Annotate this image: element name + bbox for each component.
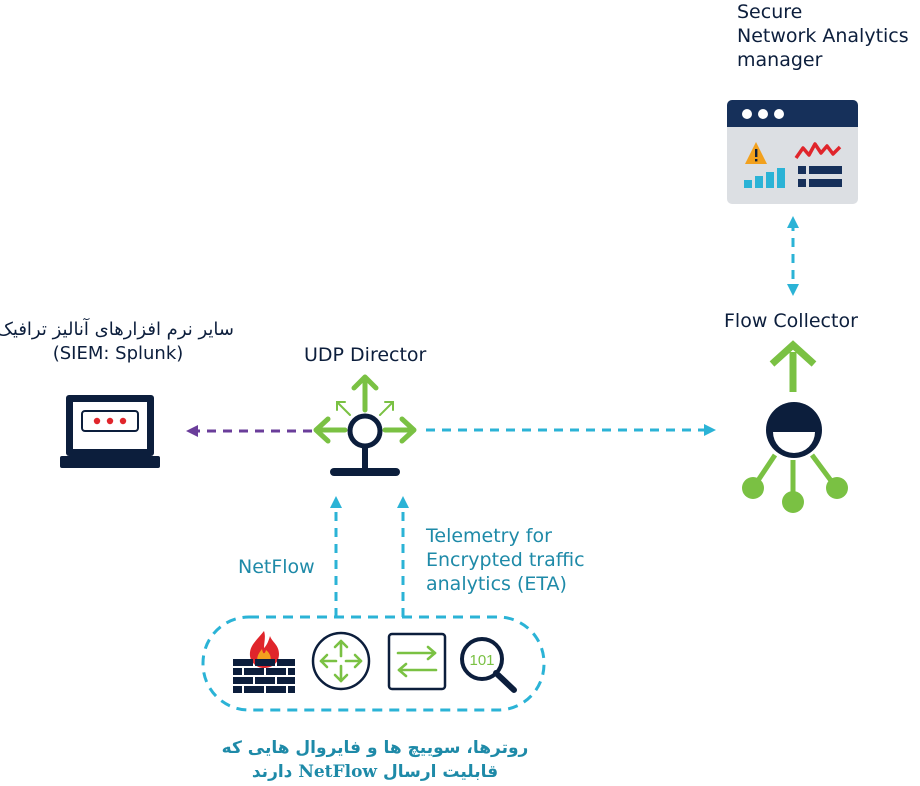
trend-line-icon: [794, 142, 842, 160]
flow-collector-icon: [742, 340, 848, 513]
eta-icon-text: 101: [469, 652, 494, 669]
manager-title: Secure Network Analytics manager: [737, 0, 909, 72]
devices-caption-line1: روترها، سوییچ ها و فایروال هایی که: [221, 738, 529, 758]
collector-title: Flow Collector: [724, 310, 858, 332]
analytics-title-en: (SIEM: Splunk): [52, 343, 184, 364]
eta-label: Telemetry for Encrypted traffic analytic…: [426, 524, 585, 596]
eta-magnifier-icon: 101: [460, 637, 517, 693]
udp-director-icon: [313, 374, 417, 476]
device-group-outline: [201, 615, 546, 712]
devices-caption: روترها، سوییچ ها و فایروال هایی که قابلی…: [200, 736, 550, 784]
switch-icon: [387, 632, 447, 691]
analytics-title-fa: سایر نرم افزارهای آنالیز ترافیک: [0, 319, 234, 340]
eta-label-line: Encrypted traffic: [426, 549, 585, 571]
eta-label-line: Telemetry for: [426, 525, 552, 547]
analytics-title: سایر نرم افزارهای آنالیز ترافیک (SIEM: S…: [0, 318, 234, 366]
manager-title-line: Secure: [737, 1, 803, 23]
netflow-label: NetFlow: [238, 556, 315, 578]
caption-brand: NetFlow: [298, 762, 378, 782]
warning-icon: [745, 142, 767, 164]
manager-dashboard-icon: [727, 100, 858, 204]
devices-caption-line2: قابلیت ارسال NetFlow دارند: [200, 760, 550, 784]
firewall-icon: [233, 631, 295, 693]
bar-chart-icon: [744, 168, 785, 188]
table-list-icon: [798, 166, 842, 187]
laptop-icon: [60, 395, 160, 468]
manager-title-line: Network Analytics: [737, 25, 909, 47]
caption-post: دارند: [251, 762, 293, 782]
router-icon: [311, 631, 371, 691]
director-title: UDP Director: [304, 344, 427, 366]
eta-label-line: analytics (ETA): [426, 573, 567, 595]
caption-pre: قابلیت ارسال: [382, 762, 499, 782]
manager-title-line: manager: [737, 49, 823, 71]
